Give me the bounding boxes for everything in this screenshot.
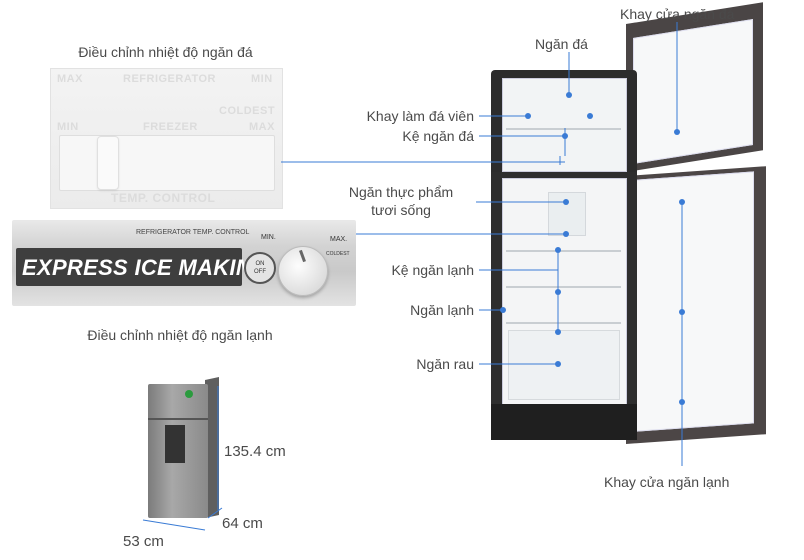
off-text: OFF [254, 269, 266, 275]
panel-freezer-text: FREEZER [143, 121, 198, 133]
freezer-shelf-label: Kệ ngăn đá [402, 128, 474, 144]
freezer-shelf-line [506, 128, 621, 130]
on-off-button[interactable]: ON OFF [244, 252, 276, 284]
fridge-shelf-line-3 [506, 322, 621, 324]
fridge-shelf-line-2 [506, 286, 621, 288]
panel-coldest-text: COLDEST [219, 105, 276, 117]
vegetable-drawer-label: Ngăn rau [416, 356, 474, 372]
freezer-label: Ngăn đá [535, 36, 588, 52]
panel-min-top-text: MIN [251, 73, 273, 85]
ice-cube-tray-label: Khay làm đá viên [366, 108, 474, 124]
express-ice-text: EXPRESS ICE MAKING [22, 255, 270, 280]
dial-coldest-text: COLDEST [326, 251, 350, 257]
dial-min-text: MIN. [261, 234, 276, 241]
temp-dial[interactable] [278, 246, 328, 296]
freezer-temp-control-panel: MAX REFRIGERATOR MIN COLDEST MIN FREEZER… [50, 68, 283, 209]
freezer-door-tray-label: Khay cửa ngăn đá [620, 6, 735, 22]
fridge-base [491, 404, 637, 440]
panel-max-text: MAX [57, 73, 83, 85]
fridge-door-tray-label: Khay cửa ngăn lạnh [604, 474, 730, 490]
express-ice-badge [16, 248, 242, 286]
fridge-label: Ngăn lạnh [410, 302, 474, 318]
panel-refrigerator-text: REFRIGERATOR [123, 73, 216, 85]
height-dimension: 135.4 cm [224, 443, 286, 460]
panel-max-bottom-text: MAX [249, 121, 275, 133]
slider-slot [59, 135, 275, 191]
fresh-food-label-line1: Ngăn thực phẩm [348, 184, 454, 200]
panel-temp-control-text: TEMP. CONTROL [111, 191, 216, 205]
dial-max-text: MAX. [330, 236, 348, 243]
small-fridge-door-gap [148, 418, 208, 420]
vegetable-drawer [508, 330, 620, 400]
fridge-temp-control-panel: EXPRESS ICE MAKING REFRIGERATOR TEMP. CO… [12, 220, 356, 306]
fridge-temp-control-label: Điều chỉnh nhiệt độ ngăn lạnh [87, 327, 273, 343]
panel-min-bottom-text: MIN [57, 121, 79, 133]
depth-dimension: 64 cm [222, 515, 263, 532]
on-text: ON [255, 261, 265, 267]
small-fridge-badge [185, 390, 193, 398]
freezer-temp-control-label: Điều chỉnh nhiệt độ ngăn đá [78, 44, 253, 60]
fridge-shelf-line-1 [506, 250, 621, 252]
small-fridge-panel [165, 425, 185, 463]
refrigerator-temp-control-text: REFRIGERATOR TEMP. CONTROL [136, 229, 250, 236]
fridge-shelf-label: Kệ ngăn lạnh [391, 262, 474, 278]
slider-knob[interactable] [97, 136, 119, 190]
freezer-compartment [502, 78, 627, 172]
width-dimension: 53 cm [123, 533, 164, 550]
fresh-food-label-line2: tươi sống [371, 202, 431, 218]
